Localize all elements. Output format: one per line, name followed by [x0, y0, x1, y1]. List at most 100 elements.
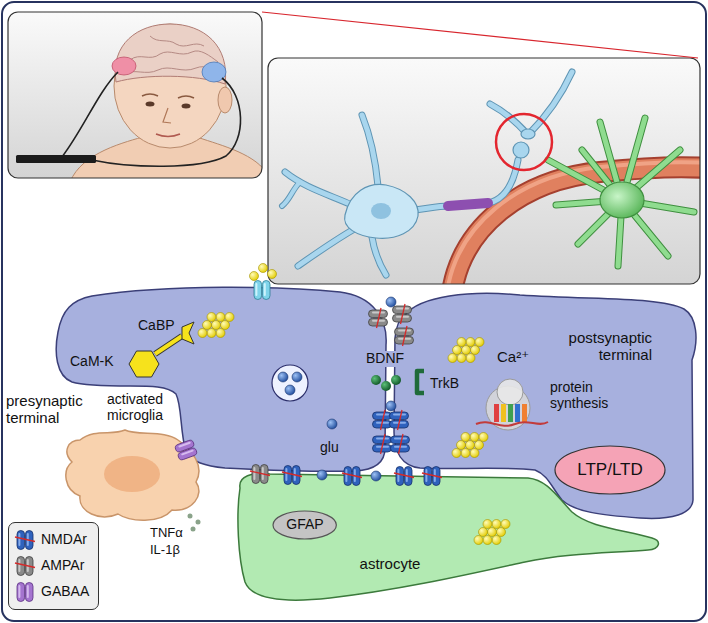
- head-inset: [16, 155, 96, 163]
- glutamate-dot: [278, 372, 288, 382]
- head-inset: [130, 51, 218, 62]
- neuron-inset: [268, 58, 700, 284]
- cell-nucleus: [104, 456, 160, 492]
- cytokine-label: TNFα: [150, 526, 183, 541]
- calcium-dot: [497, 528, 506, 537]
- neurotransmitter-label: glu: [320, 440, 339, 456]
- head-inset: [115, 24, 225, 84]
- cytokine-label: IL-1β: [150, 543, 180, 558]
- neuron-drawing: [282, 182, 300, 206]
- legend-icon: [14, 555, 36, 577]
- blood-vessel: [447, 162, 700, 284]
- head-inset: [8, 12, 262, 178]
- zoom-circle: [496, 114, 552, 170]
- bdnf-molecule: [371, 375, 381, 385]
- process-label: protein synthesis: [550, 380, 608, 411]
- ribosome: [522, 404, 527, 422]
- head-inset: [150, 36, 204, 46]
- head-inset: [146, 102, 155, 107]
- calcium-dot: [198, 264, 510, 545]
- calcium-dot: [479, 433, 488, 442]
- neuron-drawing: [448, 203, 488, 206]
- calcium-dot: [492, 520, 501, 529]
- calcium-dot: [452, 449, 461, 458]
- receptor-symbol: [282, 466, 302, 485]
- receptor-symbol: [250, 465, 270, 484]
- neuron-drawing: [298, 228, 356, 266]
- neuron-drawing: [282, 182, 300, 206]
- calcium-dot: [466, 338, 475, 347]
- ribosome: [494, 404, 499, 422]
- astrocyte-drawing: [548, 118, 694, 266]
- node-label: activated microglia: [107, 392, 163, 423]
- head-inset: [142, 94, 194, 98]
- node-label: presynaptic terminal: [6, 393, 83, 427]
- calcium-dot: [475, 441, 484, 450]
- glutamate-dot: [292, 372, 302, 382]
- glutamate-dot: [371, 471, 381, 481]
- plasticity-oval: LTP/LTD: [554, 445, 666, 495]
- receptor-symbol: [15, 531, 35, 550]
- label-anchor: astrocyte: [360, 556, 421, 573]
- neuron-drawing: [488, 160, 518, 203]
- node-label: postsynaptic terminal: [569, 330, 652, 364]
- ribosome: [486, 386, 530, 430]
- label-anchor: CaM-K: [70, 354, 114, 370]
- neuron-drawing: [372, 237, 386, 275]
- label-anchor: TNFα: [150, 526, 183, 541]
- legend-row: GABAA: [14, 579, 89, 605]
- plasticity-oval-fill: [555, 446, 665, 494]
- cytokine-dot: [188, 514, 201, 532]
- calcium-dot: [474, 536, 483, 545]
- blood-vessel: [452, 167, 700, 284]
- dendritic-spine: [521, 129, 535, 139]
- calcium-dot: [470, 433, 479, 442]
- astrocyte-cell-fill: [238, 474, 658, 601]
- receptor-symbol: [15, 557, 35, 576]
- receptor-symbol: [390, 410, 409, 430]
- head-inset: [218, 87, 232, 113]
- receptor-symbol: [373, 410, 392, 430]
- neuron-drawing: [282, 72, 572, 275]
- calcium-dot: [457, 354, 466, 363]
- legend-row: AMPAr: [14, 553, 89, 579]
- ribosome: [515, 404, 520, 422]
- cytokine-dot: [191, 527, 196, 532]
- neuron-drawing: [372, 237, 386, 275]
- label-anchor: LTP/LTD: [577, 460, 643, 479]
- calcium-dot: [207, 313, 216, 322]
- legend-icon: [14, 529, 36, 551]
- neuron-drawing: [528, 72, 572, 135]
- receptor-label: TrkB: [430, 376, 459, 392]
- label-anchor: TrkB: [430, 376, 459, 392]
- label-anchor: GFAP: [286, 517, 323, 533]
- glutamate-dot: [285, 385, 295, 395]
- label-anchor: Ca²⁺: [497, 349, 529, 366]
- node-label: GFAP: [286, 517, 323, 533]
- legend-label: AMPAr: [41, 558, 84, 574]
- camk-enzyme: [155, 336, 182, 354]
- blood-vessel: [447, 162, 700, 284]
- neuron-drawing: [362, 115, 378, 186]
- calcium-dot: [453, 346, 462, 355]
- astrocyte-drawing: [548, 118, 694, 266]
- ribosome: [497, 379, 523, 405]
- calcium-dot: [457, 441, 466, 450]
- neuron-nucleus: [371, 203, 391, 219]
- head-inset: [163, 108, 171, 123]
- calcium-dot: [479, 528, 488, 537]
- blood-vessel: [452, 167, 700, 284]
- head-inset: [92, 78, 241, 166]
- neuron-soma: [345, 184, 419, 238]
- camk-enzyme: [129, 351, 159, 377]
- synaptic-bouton: [513, 142, 529, 158]
- inset-border: [268, 58, 700, 284]
- calcium-dot: [250, 272, 259, 281]
- receptor-symbol: [369, 308, 388, 328]
- microglia-cell: activated microglia: [58, 426, 210, 528]
- cytokine-dot: [188, 514, 193, 519]
- calcium-dot: [466, 354, 475, 363]
- calcium-dot: [259, 264, 268, 273]
